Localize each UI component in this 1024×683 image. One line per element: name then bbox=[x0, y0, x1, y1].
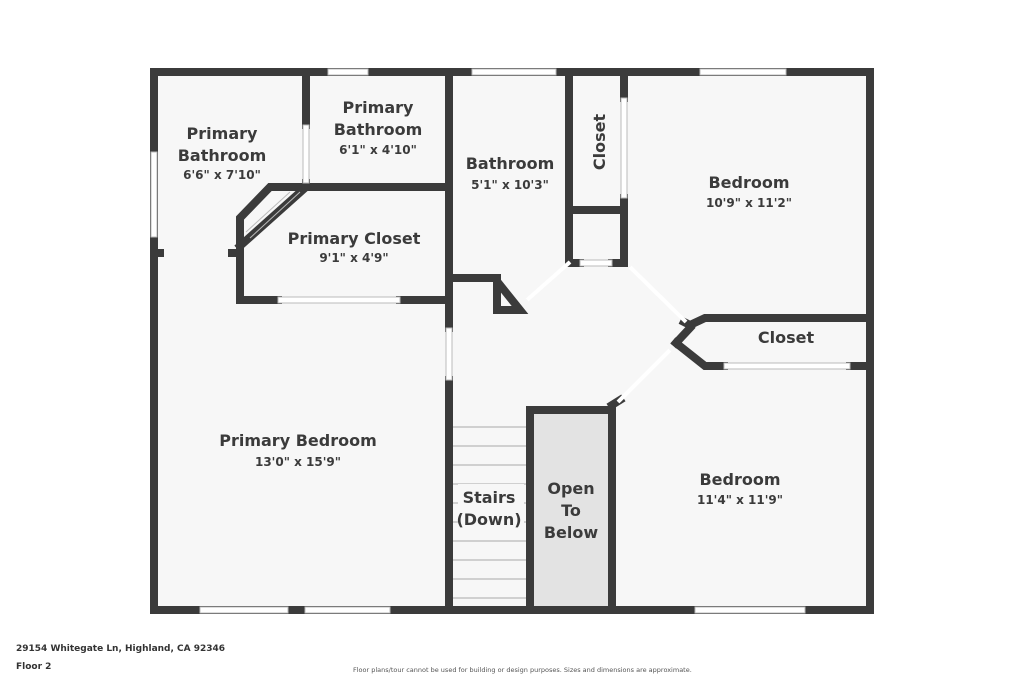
room-primary-closet: Primary Closet 9'1" x 4'9" bbox=[288, 229, 421, 265]
room-name: Open bbox=[547, 479, 594, 498]
room-closet-vertical: Closet bbox=[590, 114, 609, 171]
room-name: Primary Bedroom bbox=[219, 431, 377, 450]
room-name: Bathroom bbox=[466, 154, 555, 173]
room-name: Bedroom bbox=[708, 173, 789, 192]
room-name: Primary bbox=[343, 98, 414, 117]
room-dimensions: 11'4" x 11'9" bbox=[697, 493, 783, 507]
room-dimensions: 6'1" x 4'10" bbox=[339, 143, 417, 157]
room-closet-right: Closet bbox=[758, 328, 815, 347]
disclaimer: Floor plans/tour cannot be used for buil… bbox=[353, 666, 692, 674]
windows bbox=[150, 68, 851, 614]
room-name: Bathroom bbox=[334, 120, 423, 139]
room-dimensions: 6'6" x 7'10" bbox=[183, 168, 261, 182]
address: 29154 Whitegate Ln, Highland, CA 92346 bbox=[16, 644, 226, 654]
room-name: Closet bbox=[758, 328, 815, 347]
room-dimensions: 9'1" x 4'9" bbox=[319, 251, 388, 265]
room-name: (Down) bbox=[456, 510, 521, 529]
floor-label: Floor 2 bbox=[16, 662, 52, 672]
room-name: Stairs bbox=[463, 488, 516, 507]
room-primary-bedroom: Primary Bedroom 13'0" x 15'9" bbox=[219, 431, 377, 469]
room-primary-bathroom-1: Primary Bathroom 6'6" x 7'10" bbox=[178, 124, 267, 182]
room-name: Primary bbox=[187, 124, 258, 143]
room-bedroom-top: Bedroom 10'9" x 11'2" bbox=[706, 173, 792, 210]
room-name: Bedroom bbox=[699, 470, 780, 489]
room-primary-bathroom-2: Primary Bathroom 6'1" x 4'10" bbox=[334, 98, 423, 157]
room-dimensions: 13'0" x 15'9" bbox=[255, 455, 341, 469]
room-name: Primary Closet bbox=[288, 229, 421, 248]
room-bathroom: Bathroom 5'1" x 10'3" bbox=[466, 154, 555, 192]
open-to-below-area bbox=[530, 410, 612, 610]
room-name: Closet bbox=[590, 114, 609, 171]
room-bedroom-bottom: Bedroom 11'4" x 11'9" bbox=[697, 470, 783, 507]
room-name: Below bbox=[544, 523, 599, 542]
room-stairs: Stairs (Down) bbox=[456, 484, 524, 532]
doors-and-openings bbox=[245, 191, 688, 404]
room-dimensions: 5'1" x 10'3" bbox=[471, 178, 549, 192]
room-open-to-below: Open To Below bbox=[544, 479, 599, 542]
room-name: To bbox=[561, 501, 581, 520]
room-dimensions: 10'9" x 11'2" bbox=[706, 196, 792, 210]
room-name: Bathroom bbox=[178, 146, 267, 165]
